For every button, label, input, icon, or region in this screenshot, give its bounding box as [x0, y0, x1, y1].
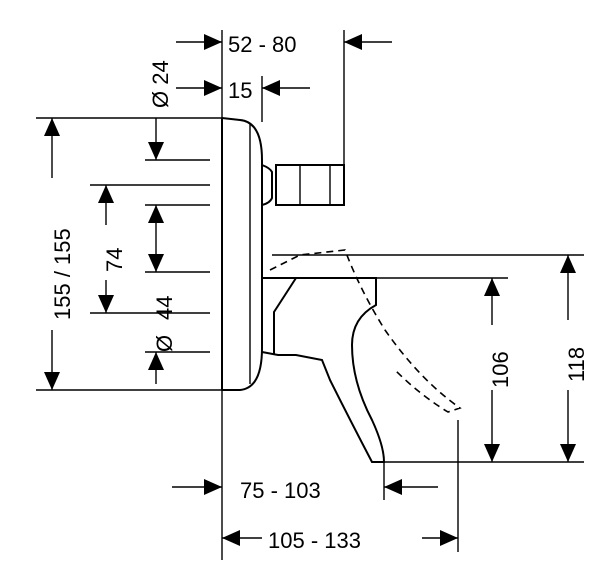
dim-top-span-label: 52 - 80 — [228, 32, 297, 57]
dim-cutout-label: 44 — [152, 296, 177, 320]
dim-cover-height-label: 155 / 155 — [50, 228, 75, 320]
dim-cover-height: 155 / 155 — [36, 117, 222, 391]
dim-center-spacing-label: 74 — [102, 248, 127, 272]
dim-bottom-span-1: 75 - 103 — [172, 390, 438, 560]
dim-handle-height-label: 106 — [488, 351, 513, 388]
dim-diameter-top-label: Ø 24 — [148, 60, 173, 108]
dim-bore-top — [145, 118, 210, 161]
mixer-handle-alt-position — [269, 249, 462, 413]
diverter-knob — [261, 164, 345, 206]
dim-handle-height: 106 — [376, 277, 513, 463]
dim-bottom-span-2: 105 - 133 — [222, 420, 459, 553]
dim-bottom-span-1-label: 75 - 103 — [240, 478, 321, 503]
dim-spout-height-label: 118 — [564, 347, 589, 382]
dim-top-span: 52 - 80 — [176, 30, 392, 165]
dim-spout-height: 118 — [272, 254, 589, 463]
dim-flange-label: 15 — [228, 78, 252, 103]
dim-bore-bottom: Ø — [145, 335, 210, 384]
dim-center-spacing: 74 — [90, 184, 210, 314]
dim-bottom-span-2-label: 105 - 133 — [268, 528, 361, 553]
cover-plate — [221, 117, 263, 391]
dim-cutout: 44 — [145, 204, 210, 320]
mixer-handle — [261, 277, 386, 463]
dim-flange: 15 — [176, 76, 310, 122]
dim-diameter-side-label: Ø — [152, 335, 177, 352]
